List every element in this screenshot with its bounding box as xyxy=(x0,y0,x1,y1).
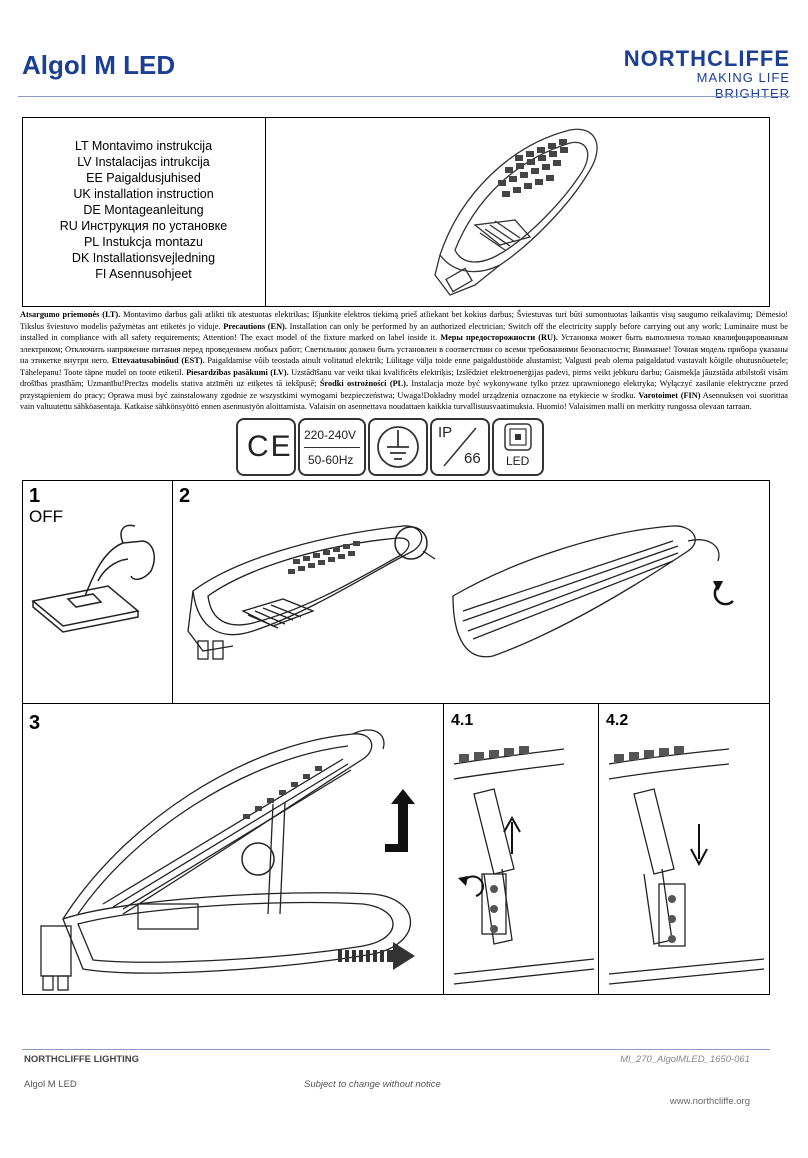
led-chip-icon: LED xyxy=(492,418,544,476)
step-4-2-panel: 4.2 xyxy=(598,703,770,995)
language-item: FI Asennusohjeet xyxy=(95,267,192,281)
language-item: LV Instalacijas intrukcija xyxy=(77,155,210,169)
precaution-label-lt: Atsargumo priemonės (LT). xyxy=(20,310,121,319)
brand-name: NORTHCLIFFE xyxy=(623,46,790,71)
precaution-label-ru: Меры предосторожности (RU). xyxy=(440,333,558,342)
led-text: LED xyxy=(506,454,530,468)
language-item: EE Paigaldusjuhised xyxy=(86,171,201,185)
led-chip-symbol xyxy=(504,423,532,451)
footer-doc-id: MI_270_AlgolMLED_1650-061 xyxy=(620,1054,750,1065)
precaution-text-fin: Asennuksen voi suorittaa vain valtuutett… xyxy=(20,390,788,412)
rotate-arrow-icon xyxy=(713,585,734,606)
step-3-number: 3 xyxy=(29,712,41,734)
step-2-panel: 2 xyxy=(172,480,770,704)
footer-product: Algol M LED xyxy=(24,1079,77,1090)
precautions-text: Atsargumo priemonės (LT). Montavimo darb… xyxy=(20,309,788,413)
language-box-divider xyxy=(265,117,266,307)
precaution-label-en: Precautions (EN). xyxy=(223,321,287,331)
step-4-1-panel: 4.1 xyxy=(443,703,599,995)
step-1-number: 1 xyxy=(29,485,41,507)
adjust-bracket-down-illustration xyxy=(608,746,765,985)
step-3-panel: 3 xyxy=(22,703,444,995)
precaution-label-fin: Varotoimet (FIN) xyxy=(638,390,701,400)
luminaire-illustration xyxy=(434,128,598,296)
precaution-label-lv: Piesardzības pasākumi (LV). xyxy=(186,367,289,377)
footer-notice: Subject to change without notice xyxy=(304,1079,441,1090)
precaution-label-est: Ettevaatusabinõud (EST). xyxy=(111,356,205,365)
open-cover-illustration xyxy=(40,729,415,991)
arrow-down-icon xyxy=(690,824,708,867)
language-item: DK Installationsvejledning xyxy=(71,251,216,265)
precaution-text-pl: Instalacja może być wykonywane tylko prz… xyxy=(20,379,788,400)
frequency-text: 50-60Hz xyxy=(308,453,354,467)
switch-off-illustration xyxy=(31,524,155,633)
language-box xyxy=(22,117,770,307)
language-item: UK installation instruction xyxy=(73,187,214,201)
language-item: RU Инструкция по установке xyxy=(59,219,228,233)
step-2-number: 2 xyxy=(179,485,191,507)
header-rule xyxy=(18,96,790,97)
arrow-up-icon xyxy=(503,815,521,854)
lift-arrow-icon xyxy=(385,789,415,852)
precaution-text-est: Paigaldamise võib teostada ainult volita… xyxy=(20,356,788,377)
page-title: Algol M LED xyxy=(22,50,176,80)
adjust-bracket-up-illustration xyxy=(453,746,595,985)
voltage-divider xyxy=(304,447,360,448)
precaution-text-en: Installation can only be performed by an… xyxy=(20,321,788,343)
ip-slash xyxy=(443,427,477,467)
ground-icon xyxy=(368,418,428,476)
ip-rating-text: 66 xyxy=(464,450,481,467)
language-item: LT Montavimo instrukcija xyxy=(74,139,213,153)
step-1-panel: 1 OFF xyxy=(22,480,173,704)
cover-clip-illustration xyxy=(187,525,734,660)
footer-website: www.northcliffe.org xyxy=(669,1096,750,1107)
ip-rating-icon: IP 66 xyxy=(430,418,490,476)
precaution-text-lv: Uzstādīšanu var veikt tikai kvalificēts … xyxy=(20,367,788,389)
language-item: DE Montageanleitung xyxy=(83,203,204,217)
ground-symbol xyxy=(377,426,419,468)
step-1-label: OFF xyxy=(29,507,63,526)
brand-logo: NORTHCLIFFE MAKING LIFE BRIGHTER xyxy=(620,48,790,102)
footer-company: NORTHCLIFFE LIGHTING xyxy=(24,1054,140,1065)
ce-mark-text: CE xyxy=(247,430,293,463)
ip-prefix-text: IP xyxy=(438,424,453,441)
precaution-text-lt: Montavimo darbus gali atlikti tik atestu… xyxy=(20,310,789,331)
ce-mark-icon: CE xyxy=(236,418,296,476)
precaution-text-ru: Установка может быть выполнена только кв… xyxy=(20,333,788,365)
footer-rule xyxy=(22,1049,770,1050)
voltage-box: 220-240V 50-60Hz xyxy=(298,418,366,476)
language-list: LT Montavimo instrukcija LV Instalacijas… xyxy=(22,138,265,282)
precaution-label-pl: Środki ostrożności (PL). xyxy=(319,379,409,388)
slide-arrow-icon xyxy=(338,942,415,970)
language-item: PL Instukcja montazu xyxy=(83,235,204,249)
step-4-1-number: 4.1 xyxy=(451,712,474,729)
step-4-2-number: 4.2 xyxy=(606,712,629,729)
brand-tagline: MAKING LIFE BRIGHTER xyxy=(696,70,790,101)
voltage-text: 220-240V xyxy=(304,428,357,442)
